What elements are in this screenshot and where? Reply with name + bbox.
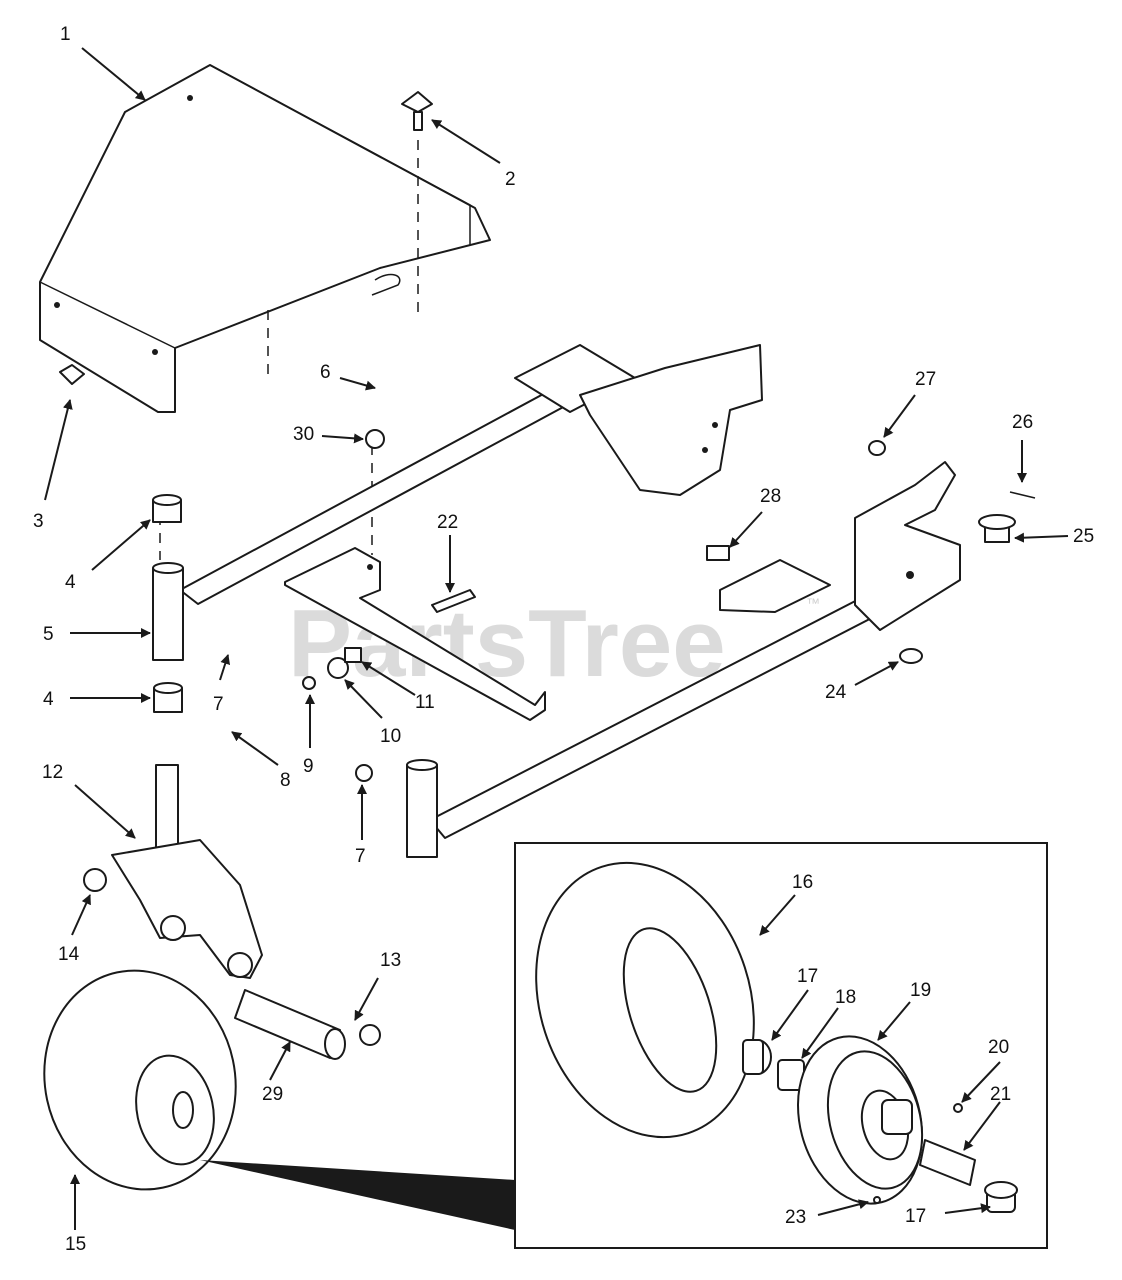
nut-28 xyxy=(706,545,730,561)
callout-29: 29 xyxy=(262,1084,283,1105)
callout-25: 25 xyxy=(1073,526,1094,547)
pin-26 xyxy=(1009,491,1036,499)
bearing-17-right xyxy=(984,1181,1018,1213)
callout-21: 21 xyxy=(990,1084,1011,1105)
ring-24 xyxy=(899,648,923,664)
bushing-upper xyxy=(152,494,182,523)
washer-30 xyxy=(365,429,385,449)
nut-14 xyxy=(83,868,107,892)
grease-fitting-7 xyxy=(355,764,373,782)
callout-9: 9 xyxy=(303,756,314,777)
callout-14: 14 xyxy=(58,944,80,965)
pin-23 xyxy=(873,1196,881,1204)
callout-11: 11 xyxy=(415,692,435,713)
callout-5: 5 xyxy=(43,624,54,645)
nut-13 xyxy=(359,1024,381,1046)
bushing-25 xyxy=(978,514,1016,543)
callout-27: 27 xyxy=(915,369,936,390)
callout-6: 6 xyxy=(320,362,331,383)
callout-28: 28 xyxy=(760,486,781,507)
tube-left xyxy=(152,562,184,661)
callout-10: 10 xyxy=(380,726,401,747)
callout-1: 1 xyxy=(60,24,71,45)
callout-24: 24 xyxy=(825,682,847,703)
callout-labels: 1 2 3 4 5 4 7 6 30 8 9 10 11 7 12 22 27 … xyxy=(33,24,1094,1255)
callout-4-upper: 4 xyxy=(65,572,76,593)
bearing-17-left xyxy=(742,1039,772,1075)
callout-7-lower: 7 xyxy=(355,846,366,867)
callout-18: 18 xyxy=(835,987,856,1008)
cover-plate xyxy=(39,64,491,413)
callout-3: 3 xyxy=(33,511,44,532)
knob-top xyxy=(401,91,433,131)
callout-arrows xyxy=(44,47,1069,1230)
callout-22: 22 xyxy=(437,512,458,533)
axle-21 xyxy=(919,1139,976,1186)
nut-9 xyxy=(302,676,316,690)
knob-bottom xyxy=(59,364,85,385)
hub-19 xyxy=(797,1035,924,1205)
callout-16: 16 xyxy=(792,872,813,893)
bushing-lower xyxy=(153,682,183,713)
callout-7-upper: 7 xyxy=(213,694,224,715)
wheel-15 xyxy=(43,969,237,1191)
callout-17-left: 17 xyxy=(797,966,818,987)
hairpin-6 xyxy=(371,273,401,296)
callout-8: 8 xyxy=(280,770,291,791)
axle-29 xyxy=(234,989,346,1060)
callout-12: 12 xyxy=(42,762,63,783)
callout-17-right: 17 xyxy=(905,1206,926,1227)
callout-2: 2 xyxy=(505,169,516,190)
callout-4-lower: 4 xyxy=(43,689,54,710)
spacer-11 xyxy=(344,647,362,663)
watermark-trademark: ™ xyxy=(806,595,820,611)
callout-30: 30 xyxy=(293,424,314,445)
callout-20: 20 xyxy=(988,1037,1009,1058)
callout-13: 13 xyxy=(380,950,401,971)
callout-15: 15 xyxy=(65,1234,86,1255)
washer-10 xyxy=(327,657,349,679)
tire-16 xyxy=(535,861,755,1139)
callout-26: 26 xyxy=(1012,412,1033,433)
fitting-20 xyxy=(953,1103,963,1113)
inset-connector xyxy=(200,1160,515,1230)
bolt-22 xyxy=(431,589,476,613)
cap-27 xyxy=(868,440,886,456)
tube-right xyxy=(406,759,438,858)
main-frame xyxy=(179,344,961,839)
caster-fork xyxy=(111,764,263,979)
callout-23: 23 xyxy=(785,1207,806,1228)
callout-19: 19 xyxy=(910,980,931,1001)
